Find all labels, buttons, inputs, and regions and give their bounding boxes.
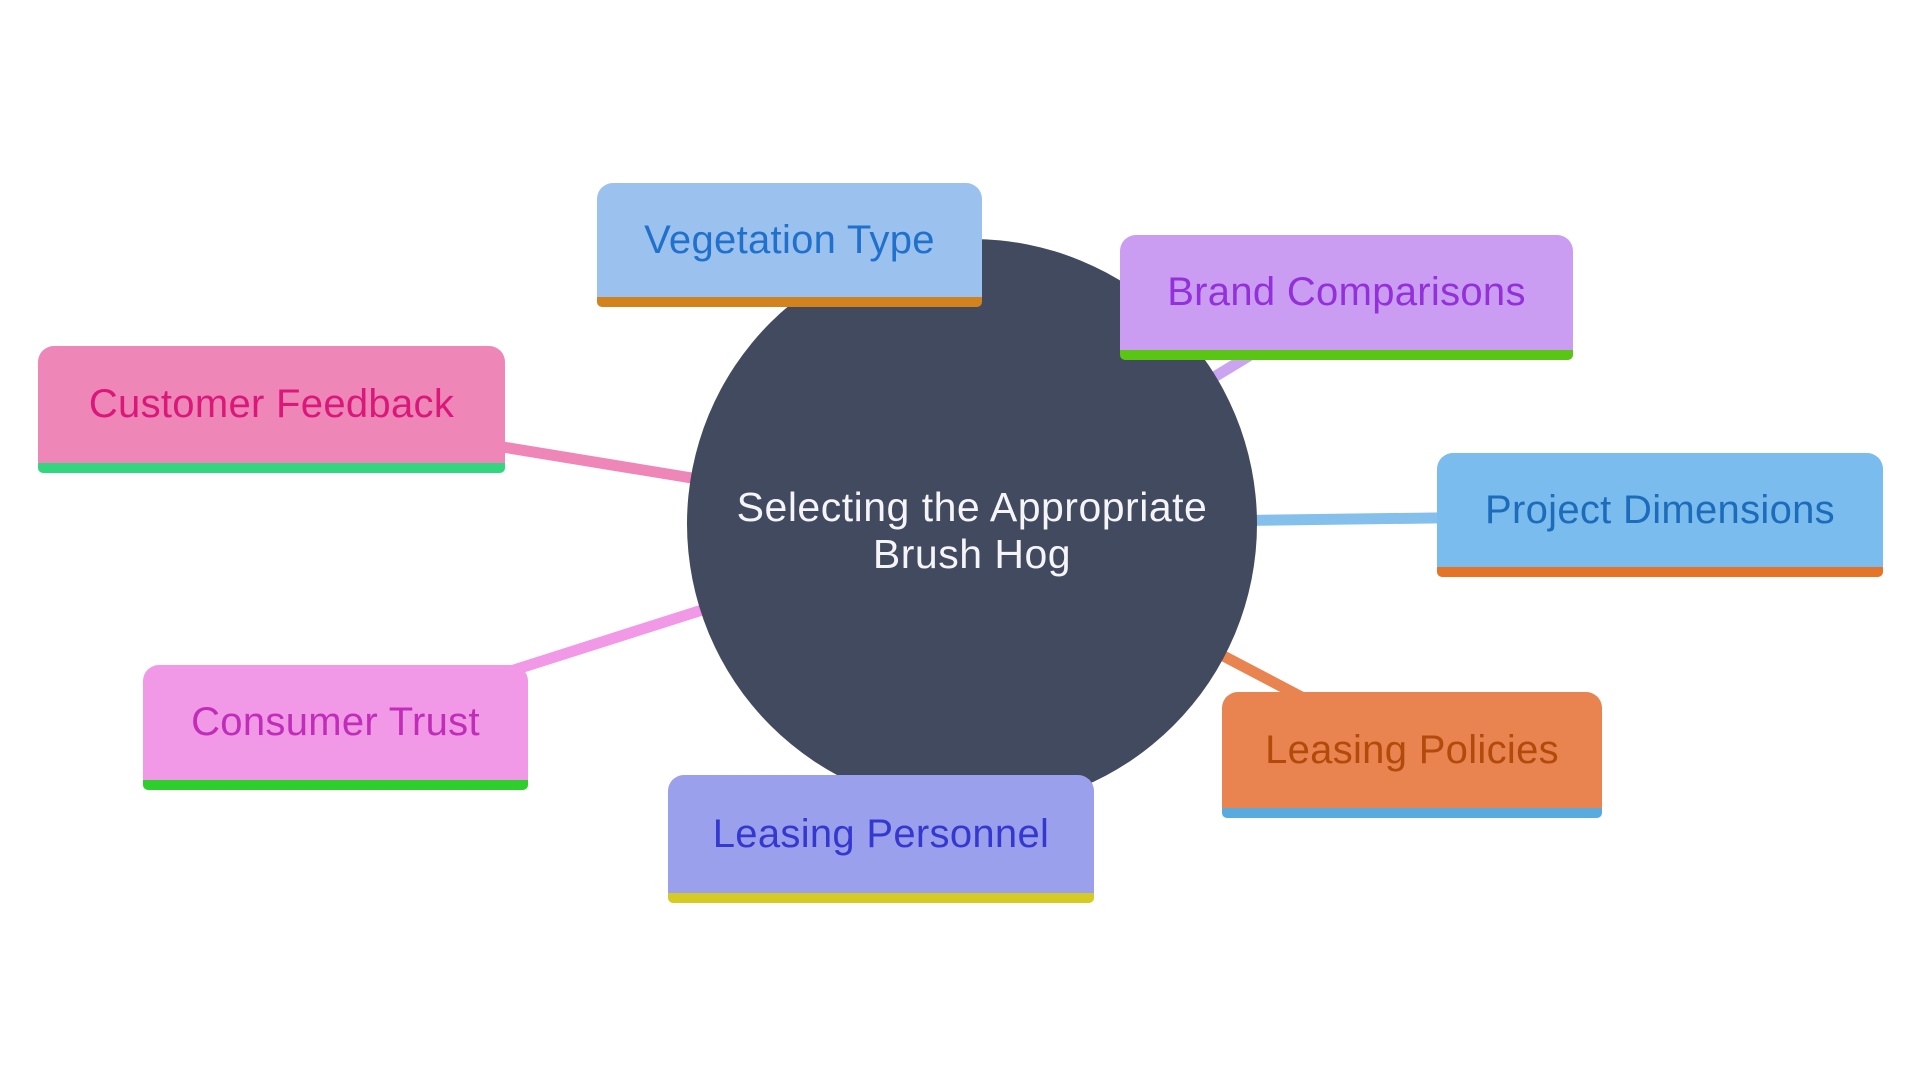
node-leasing-personnel-label: Leasing Personnel (712, 811, 1050, 856)
node-project-dimensions[interactable]: Project Dimensions (1437, 453, 1883, 577)
node-consumer-trust[interactable]: Consumer Trust (143, 665, 528, 790)
node-leasing-personnel[interactable]: Leasing Personnel (668, 775, 1094, 903)
node-customer-feedback[interactable]: Customer Feedback (38, 346, 505, 473)
node-vegetation-type[interactable]: Vegetation Type (597, 183, 982, 307)
central-label-line-1: Selecting the Appropriate (736, 483, 1208, 530)
node-leasing-policies[interactable]: Leasing Policies (1222, 692, 1602, 818)
node-vegetation-type-label: Vegetation Type (644, 217, 935, 262)
node-brand-comparisons-label: Brand Comparisons (1167, 270, 1526, 314)
central-label-line-2: Brush Hog (872, 531, 1072, 577)
node-consumer-trust-label: Consumer Trust (191, 700, 480, 744)
node-brand-comparisons[interactable]: Brand Comparisons (1120, 235, 1573, 360)
central-node-label: Selecting the Appropriate Brush Hog (737, 470, 1208, 578)
node-leasing-policies-label: Leasing Policies (1265, 727, 1559, 772)
node-customer-feedback-label: Customer Feedback (88, 382, 455, 426)
node-project-dimensions-label: Project Dimensions (1485, 487, 1835, 532)
